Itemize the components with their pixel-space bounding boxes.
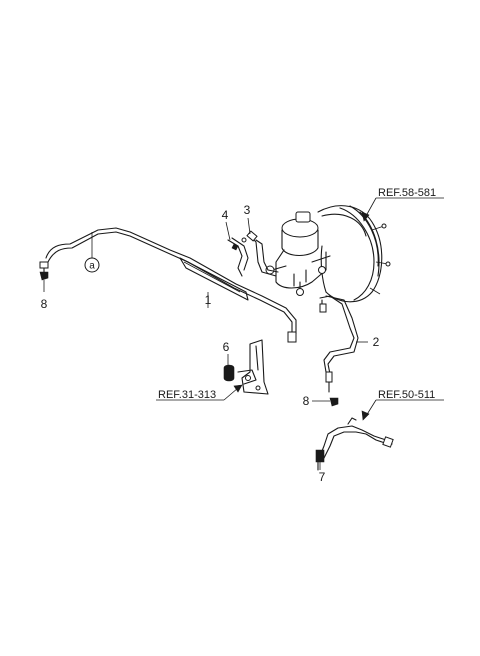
ref-abs: REF.50-511 <box>361 389 444 421</box>
detail-marker-a-label: a <box>89 261 95 272</box>
callout-3: 3 <box>244 203 251 235</box>
detail-marker-a: a <box>84 232 100 273</box>
clip-8-right <box>329 397 339 407</box>
callout-1-label: 1 <box>205 293 212 307</box>
callout-8-left-label: 8 <box>41 297 48 311</box>
callout-1: 1 <box>205 292 212 308</box>
master-cylinder <box>265 211 331 296</box>
brake-pipe-1 <box>39 227 297 343</box>
callout-8-left: 8 <box>41 280 48 311</box>
callout-2-label: 2 <box>373 335 380 349</box>
callout-6: 6 <box>223 340 230 366</box>
callout-7: 7 <box>319 462 326 484</box>
ref-bracket-label: REF.31-313 <box>158 389 216 401</box>
ref-abs-label: REF.50-511 <box>378 389 435 401</box>
brake-booster <box>317 205 391 303</box>
callout-4-label: 4 <box>222 208 229 222</box>
brake-pipe-2 <box>319 295 359 393</box>
callout-3-label: 3 <box>244 203 251 217</box>
bracket-assembly <box>223 339 269 395</box>
ref-booster: REF.58-581 <box>361 187 444 222</box>
clip-8-left <box>39 271 49 281</box>
brake-pipe-3 <box>246 230 279 277</box>
brake-clip-4 <box>227 237 249 277</box>
callout-8-right-label: 8 <box>303 394 310 408</box>
ref-bracket: REF.31-313 <box>156 384 243 401</box>
callout-4: 4 <box>222 208 231 241</box>
callout-2: 2 <box>356 335 380 349</box>
callout-7-label: 7 <box>319 470 326 484</box>
callout-6-label: 6 <box>223 340 230 354</box>
ref-booster-label: REF.58-581 <box>378 187 436 199</box>
callout-8-right: 8 <box>303 394 330 408</box>
abs-hose-7 <box>315 417 394 471</box>
